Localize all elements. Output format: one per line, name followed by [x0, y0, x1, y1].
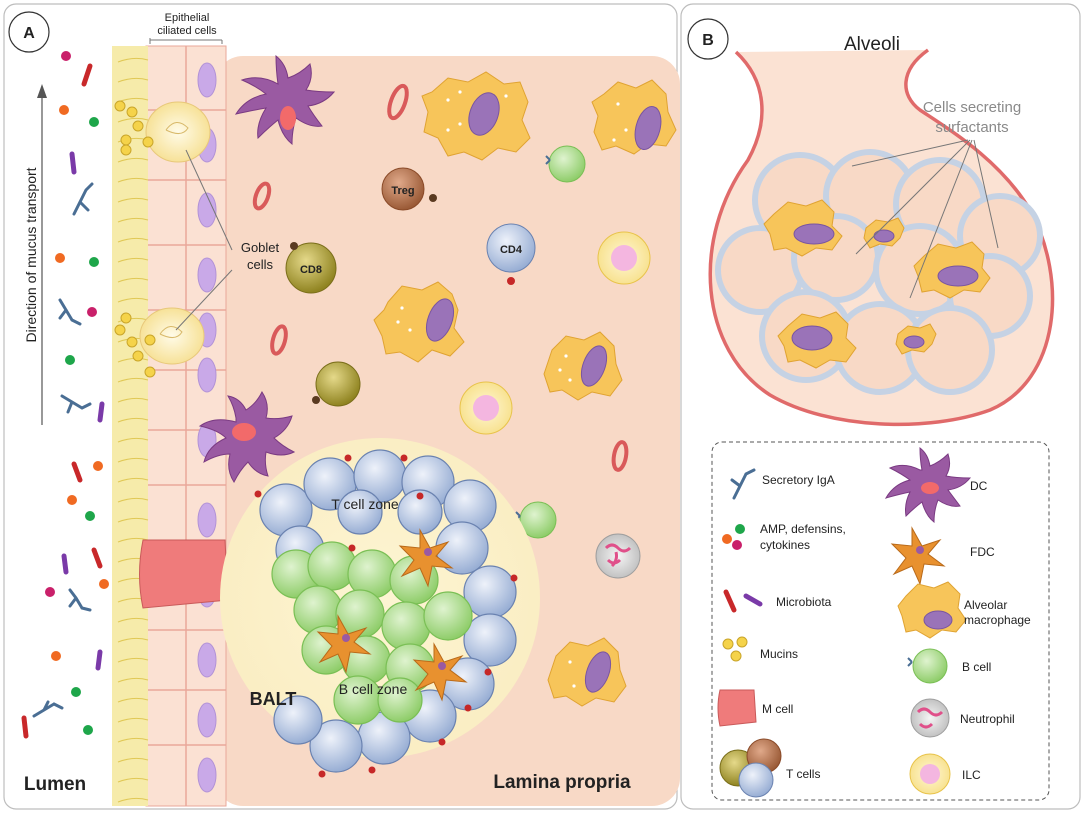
surfactant-label-line2: surfactants: [935, 119, 1008, 136]
m-cell: [139, 539, 229, 609]
goblet-cell-lower: [139, 307, 205, 365]
legend-icons: [717, 446, 972, 798]
legend-m-cell: M cell: [762, 702, 793, 716]
balt-t-cells: [259, 449, 517, 773]
panel-a-badge: [8, 11, 50, 53]
cd4-label: CD4: [500, 244, 523, 256]
cilia-layer: [112, 46, 148, 806]
panel-b: B Alveoli Cells secreting: [680, 3, 1081, 810]
dc-icon: [884, 446, 972, 524]
mucus-direction-label: Direction of mucus transport: [23, 167, 39, 342]
lamina-propria-label: Lamina propria: [493, 772, 631, 793]
microbiota-icon: [723, 589, 763, 613]
cd4-cell: [486, 223, 536, 285]
goblet-cell-upper: [145, 101, 211, 163]
lumen-amp-dots: [45, 51, 109, 735]
macrophage-a4: [543, 331, 623, 401]
neutrophil-icon: [910, 698, 950, 738]
panel-b-badge: [687, 18, 729, 60]
epithelial-bracket: [149, 38, 223, 44]
surfactant-macrophages: [763, 199, 991, 369]
legend-t-cells: T cells: [786, 767, 820, 781]
fdc-cells: [316, 528, 468, 702]
legend-secretory-iga: Secretory IgA: [762, 473, 835, 487]
lumen-microbiota: [21, 63, 105, 739]
macrophage-a2: [591, 79, 677, 155]
legend-neutrophil: Neutrophil: [960, 712, 1015, 726]
b-cell-zone-label: B cell zone: [339, 681, 408, 697]
panel-b-frame: [680, 3, 1081, 810]
cd8-label: CD8: [300, 264, 322, 276]
macrophage-a5: [547, 637, 627, 707]
vessel-rings: [252, 83, 629, 472]
epithelial-cell-borders: [146, 46, 226, 806]
legend-fdc: FDC: [970, 545, 995, 559]
alveoli-title: Alveoli: [844, 34, 900, 55]
b-cell-free-1: [545, 145, 586, 183]
m-cell-icon: [717, 689, 757, 727]
dendritic-cell-mid: [198, 391, 296, 483]
legend-amp-line1: AMP, defensins,: [760, 522, 846, 536]
cilia: [117, 57, 149, 803]
neutrophil-a: [595, 533, 641, 579]
epithelial-label-line1: Epithelial: [165, 12, 210, 24]
alveolar-macrophage-icon: [897, 581, 967, 639]
ilc-cell-1: [597, 231, 651, 285]
legend-alveolar-line1: Alveolar: [964, 598, 1007, 612]
legend-mucins: Mucins: [760, 647, 798, 661]
t-cell-zone-label: T cell zone: [331, 496, 399, 512]
legend-ilc: ILC: [962, 768, 981, 782]
surfactant-pointers: [851, 139, 999, 299]
secretory-iga-icon: [730, 468, 756, 500]
goblet-pointers: [175, 149, 233, 331]
mucus-arrow-head: [37, 84, 47, 98]
legend-amp-line2: cytokines: [760, 538, 810, 552]
legend-labels: Secretory IgA AMP, defensins, cytokines …: [760, 473, 1031, 782]
legend-b-cell: B cell: [962, 660, 991, 674]
lumen-secretory-iga: [32, 182, 94, 718]
ilc-icon: [909, 753, 951, 795]
panel-b-badge-letter: B: [702, 32, 714, 49]
legend-microbiota: Microbiota: [776, 595, 832, 609]
amp-icon: [722, 524, 745, 550]
legend-dc: DC: [970, 479, 988, 493]
t-cells-icon: [719, 738, 782, 798]
treg-cell: [381, 167, 437, 211]
mucin-droplets: [114, 100, 156, 378]
goblet-label-line1: Goblet: [241, 240, 280, 255]
fdc-nuclei: [342, 548, 446, 670]
macrophage-a1: [421, 71, 531, 161]
t-cell-olive: [312, 361, 361, 407]
macrophage-a3: [373, 281, 465, 363]
balt-b-cells: [271, 541, 473, 725]
legend-alveolar-line2: macrophage: [964, 613, 1031, 627]
panel-a: Goblet cells Epithelial ciliated cells A…: [3, 3, 680, 810]
panel-a-badge-letter: A: [23, 25, 35, 42]
goblet-label-line2: cells: [247, 257, 274, 272]
dendritic-cell-top: [234, 54, 336, 146]
balt-receptors: [254, 454, 518, 778]
treg-label: Treg: [391, 185, 414, 197]
mucins-icon: [722, 636, 748, 662]
surfactant-label-line1: Cells secreting: [923, 99, 1021, 116]
cd8-cell: [285, 242, 337, 294]
legend-box: [711, 441, 1050, 801]
lumen-label: Lumen: [24, 774, 86, 795]
ilc-cell-2: [459, 381, 513, 435]
balt-label: BALT: [250, 689, 297, 709]
epithelial-label-line2: ciliated cells: [157, 25, 217, 37]
b-cell-icon: [907, 648, 948, 684]
